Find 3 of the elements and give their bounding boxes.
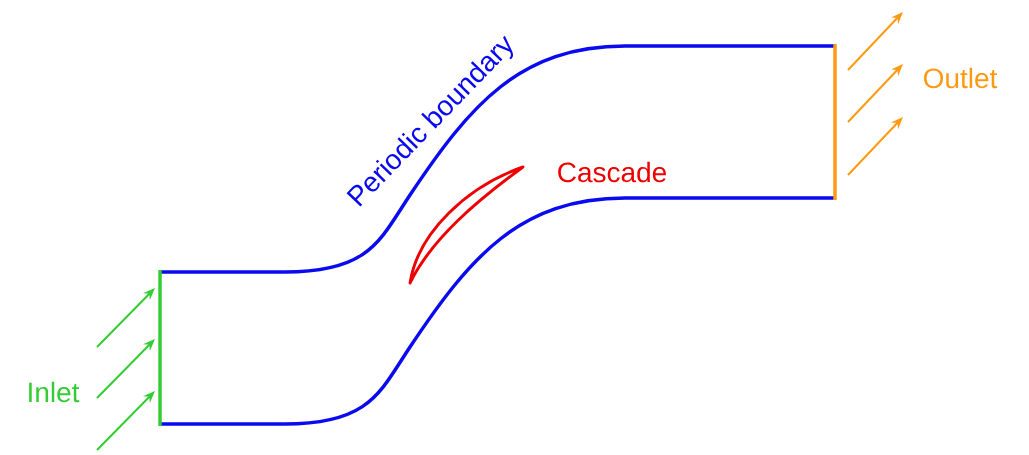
label-text: Outlet xyxy=(923,67,998,89)
label-text: Inlet xyxy=(29,381,80,403)
label-text: Cascade xyxy=(558,161,666,183)
